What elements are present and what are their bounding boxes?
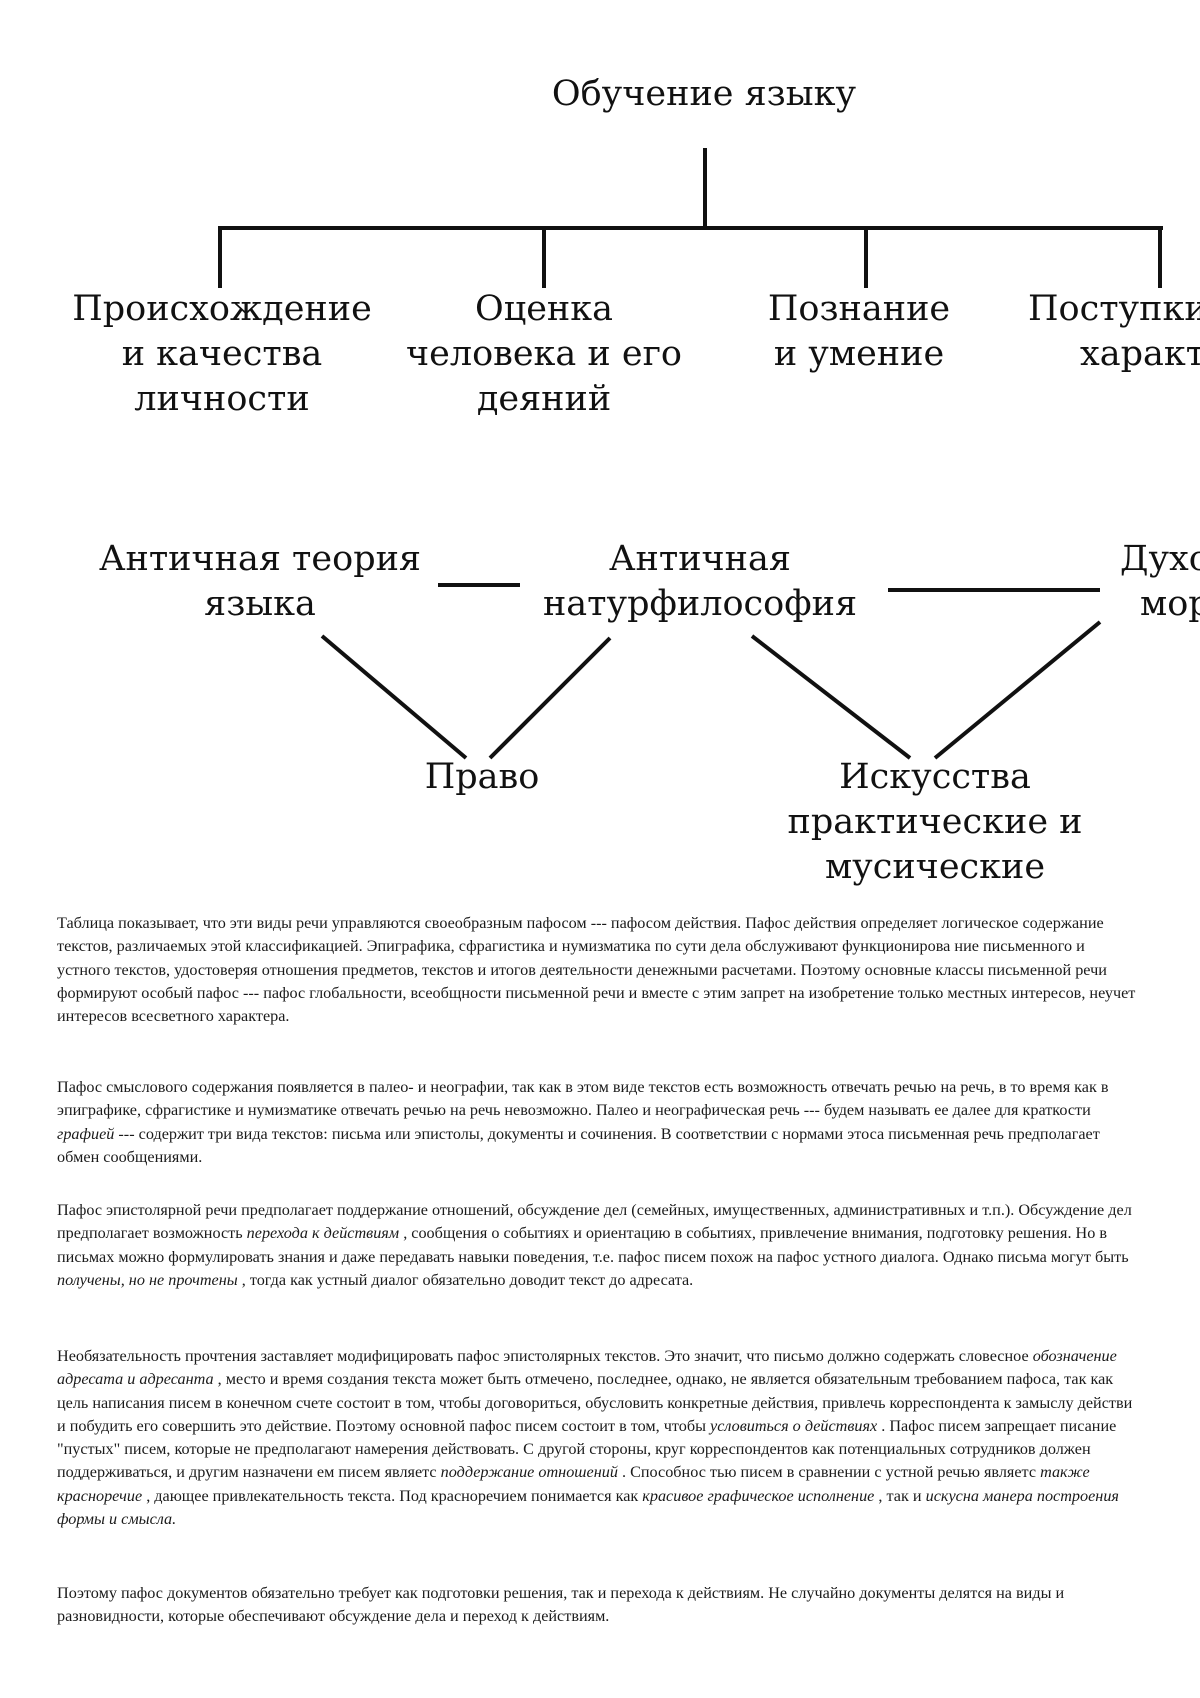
diagram-lines <box>218 148 1163 760</box>
node-arts: Искусства практические и мусические <box>788 755 1083 890</box>
diagram-branch-origin: Происхождение и качества личности <box>72 287 372 422</box>
node-arts-line-2: практические и <box>787 802 1083 842</box>
text-run: , сообщения о событиях и ориентацию в со… <box>57 1224 1129 1266</box>
edge-right-arts <box>933 620 1102 760</box>
node-right-cut-line-1: Духо <box>1120 539 1200 579</box>
diagram-branch-deeds: Поступки характ <box>1028 287 1200 377</box>
node-natural-philosophy-line-2: натурфилософия <box>542 584 858 624</box>
paragraph-4: Необязательность прочтения заставляет мо… <box>57 1345 1142 1531</box>
branch-origin-line-1: Происхождение <box>72 289 372 329</box>
branch-evaluation-line-1: Оценка <box>475 289 613 329</box>
node-arts-line-1: Искусства <box>839 757 1031 797</box>
text-run: Пафос эпистолярной речи предполагает под… <box>57 1201 1132 1243</box>
emphasis-text: поддержание отношений <box>440 1463 618 1482</box>
node-right-cut-line-2: мор <box>1140 584 1200 624</box>
edge-philosophy-law <box>488 636 612 760</box>
branch-evaluation-line-3: деяний <box>476 379 612 419</box>
text-run: . Пафос писем запрещает писание "пустых"… <box>57 1416 1117 1482</box>
diagram-root-label: Обучение языку <box>551 74 857 114</box>
branch-deeds-line-1: Поступки <box>1028 289 1200 329</box>
text-run: , место и время создания текста может бы… <box>57 1370 1133 1435</box>
paragraph-3: Пафос эпистолярной речи предполагает под… <box>57 1199 1142 1292</box>
emphasis-text: искусна манера построения формы и смысла… <box>57 1486 1119 1529</box>
text-run: , дающее привлекательность текста. Под к… <box>142 1486 643 1505</box>
branch-evaluation-line-2: человека и его <box>405 334 683 374</box>
paragraph-1: Таблица показывает, что эти виды речи уп… <box>57 912 1142 1028</box>
diagram-branch-evaluation: Оценка человека и его деяний <box>406 287 682 422</box>
text-run: Пафос смыслового содержания появляется в… <box>57 1078 1109 1120</box>
text-run: Необязательность прочтения заставляет мо… <box>57 1347 1033 1365</box>
branch-knowledge-line-2: и умение <box>773 334 945 374</box>
node-law: Право <box>424 757 540 797</box>
node-antique-theory: Античная теория языка <box>99 537 421 627</box>
branch-knowledge-line-1: Познание <box>767 289 951 329</box>
text-run: --- содержит три вида текстов: письма ил… <box>57 1124 1100 1166</box>
node-natural-philosophy: Античная натурфилософия <box>543 537 857 627</box>
emphasis-text: также красноречие <box>57 1463 1090 1505</box>
diagram-branch-knowledge: Познание и умение <box>768 287 950 377</box>
branch-deeds-line-2: характ <box>1080 334 1200 374</box>
text-run: . Способнос тью писем в сравнении с устн… <box>617 1463 1041 1482</box>
node-arts-line-3: мусические <box>824 847 1046 887</box>
edge-theory-law <box>320 634 468 760</box>
text-run: , так и <box>874 1486 926 1505</box>
emphasis-text: условиться о действиях <box>710 1416 878 1435</box>
emphasis-text: получены, но не прочтены <box>57 1270 238 1289</box>
emphasis-text: красивое графическое исполнение <box>642 1486 875 1505</box>
node-antique-theory-line-1: Античная теория <box>98 539 422 579</box>
branch-origin-line-3: личности <box>134 379 310 419</box>
branch-origin-line-2: и качества <box>121 334 323 374</box>
text-run: Поэтому пафос документов обязательно тре… <box>57 1584 1065 1626</box>
text-run: Таблица показывает, что эти виды речи уп… <box>57 914 1136 1026</box>
node-natural-philosophy-line-1: Античная <box>609 539 791 579</box>
paragraph-2: Пафос смыслового содержания появляется в… <box>57 1076 1142 1169</box>
emphasis-text: обозначение адресата и адресанта <box>57 1347 1117 1389</box>
emphasis-text: графией <box>57 1124 115 1143</box>
text-run: , тогда как устный диалог обязательно до… <box>237 1270 694 1289</box>
edge-philosophy-arts <box>750 634 912 760</box>
emphasis-text: перехода к действиям <box>246 1224 400 1243</box>
node-antique-theory-line-2: языка <box>204 584 316 624</box>
paragraph-5: Поэтому пафос документов обязательно тре… <box>57 1582 1142 1629</box>
node-right-cut: Духо мор <box>1120 537 1200 627</box>
